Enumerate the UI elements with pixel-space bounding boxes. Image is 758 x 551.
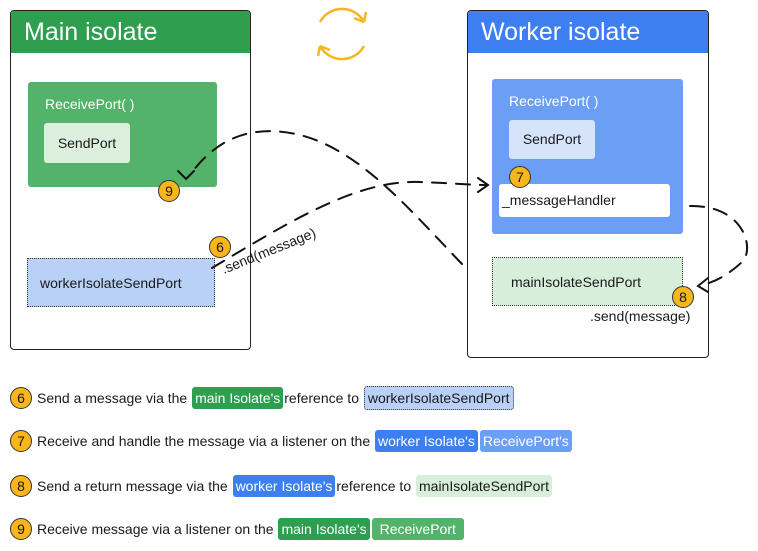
main-isolate-title: Main isolate xyxy=(11,11,250,53)
main-isolate-send-port-box: mainIsolateSendPort xyxy=(492,257,683,306)
arrowhead-loop xyxy=(696,277,709,293)
legend-chip-receive-port: ReceivePort xyxy=(371,518,464,540)
main-send-port: SendPort xyxy=(44,123,130,163)
arrow-send-to-main xyxy=(189,130,463,265)
legend-text: Send a return message via the xyxy=(37,478,228,494)
legend-chip-main-isolate: main Isolate's xyxy=(278,518,370,540)
legend-badge-6: 6 xyxy=(10,387,32,409)
legend-text: Send a message via the xyxy=(37,390,188,406)
legend-text: Receive and handle the message via a lis… xyxy=(37,433,371,449)
step-badge-8: 8 xyxy=(672,286,694,308)
worker-isolate-send-port-box: workerIsolateSendPort xyxy=(27,258,215,307)
legend-row-6: 6 Send a message via the main Isolate's … xyxy=(10,386,515,410)
arrow-send-to-worker xyxy=(211,180,487,269)
arrowhead-worker xyxy=(477,177,490,193)
legend-badge-7: 7 xyxy=(10,430,32,452)
legend-chip-receive-port: ReceivePort's xyxy=(479,430,572,452)
message-handler-box: _messageHandler xyxy=(499,184,670,217)
step-badge-6: 6 xyxy=(209,236,231,258)
worker-send-port: SendPort xyxy=(509,120,595,159)
send-message-label-8: .send(message) xyxy=(590,308,691,324)
legend-row-9: 9 Receive message via a listener on the … xyxy=(10,517,465,541)
legend-text: reference to xyxy=(336,478,412,494)
legend-text: reference to xyxy=(284,390,359,406)
sync-arrows-icon xyxy=(316,7,368,61)
arrowhead-main xyxy=(177,170,195,181)
legend-chip-main-send-port: mainIsolateSendPort xyxy=(416,475,552,497)
legend-chip-worker-isolate: worker Isolate's xyxy=(232,475,336,497)
arrow-handler-loop xyxy=(689,204,749,286)
worker-isolate-title: Worker isolate xyxy=(468,11,708,53)
legend-row-8: 8 Send a return message via the worker I… xyxy=(10,474,553,498)
legend-text: Receive message via a listener on the xyxy=(37,521,274,537)
legend-row-7: 7 Receive and handle the message via a l… xyxy=(10,429,573,453)
main-receive-port-label: ReceivePort( ) xyxy=(45,96,135,112)
legend-badge-8: 8 xyxy=(10,475,32,497)
step-badge-7: 7 xyxy=(509,166,531,188)
step-badge-9: 9 xyxy=(158,180,180,202)
legend-badge-9: 9 xyxy=(10,518,32,540)
worker-receive-port-label: ReceivePort( ) xyxy=(509,93,599,109)
legend-chip-main-isolate: main Isolate's xyxy=(192,387,284,409)
legend-chip-worker-isolate: worker Isolate's xyxy=(375,430,478,452)
legend-chip-worker-send-port: workerIsolateSendPort xyxy=(363,386,514,410)
